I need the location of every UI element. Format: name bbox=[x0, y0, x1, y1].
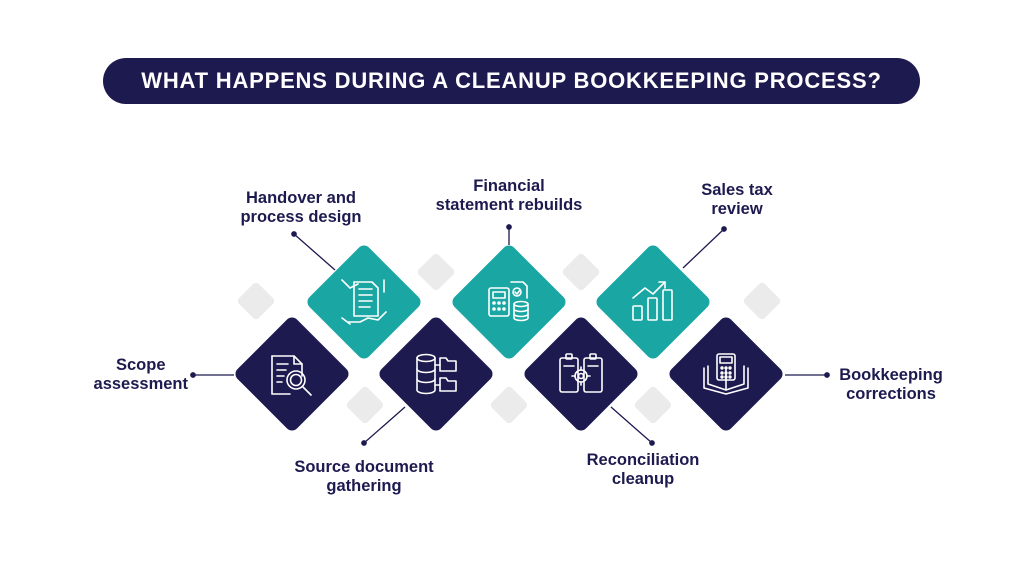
decorative-diamonds bbox=[237, 253, 781, 424]
label-handover-line2: process design bbox=[240, 208, 362, 226]
label-source: Source document gathering bbox=[279, 458, 449, 496]
label-reconciliation-line1: Reconciliation bbox=[586, 451, 700, 469]
calculator-coins-icon bbox=[488, 281, 529, 322]
label-scope-line2: assessment bbox=[93, 375, 188, 393]
step-diamond-handover bbox=[307, 245, 421, 359]
label-salestax: Sales tax review bbox=[677, 181, 797, 219]
title-banner: WHAT HAPPENS DURING A CLEANUP BOOKKEEPIN… bbox=[103, 58, 920, 104]
step-diamond-source bbox=[379, 317, 493, 431]
label-financial: Financial statement rebuilds bbox=[419, 177, 599, 215]
label-handover-line1: Handover and bbox=[245, 189, 357, 207]
step-diamond-scope bbox=[235, 317, 349, 431]
label-bookkeeping-line1: Bookkeeping bbox=[839, 366, 943, 384]
bar-chart-icon bbox=[632, 281, 673, 321]
label-financial-line2: statement rebuilds bbox=[435, 196, 583, 214]
label-bookkeeping: Bookkeeping corrections bbox=[829, 366, 953, 404]
label-reconciliation: Reconciliation cleanup bbox=[568, 451, 718, 489]
label-financial-line1: Financial bbox=[473, 177, 545, 195]
label-source-line2: gathering bbox=[326, 477, 402, 495]
label-scope: Scope assessment bbox=[94, 356, 188, 394]
label-handover: Handover and process design bbox=[216, 189, 386, 227]
document-magnifier-icon bbox=[271, 355, 312, 396]
label-salestax-line1: Sales tax bbox=[701, 181, 773, 199]
label-reconciliation-line2: cleanup bbox=[611, 470, 675, 488]
page-title: WHAT HAPPENS DURING A CLEANUP BOOKKEEPIN… bbox=[141, 68, 882, 93]
clipboards-gear-icon bbox=[559, 353, 603, 393]
database-folders-icon bbox=[416, 353, 457, 395]
connector-lines bbox=[190, 224, 830, 446]
label-scope-line1: Scope bbox=[115, 356, 166, 374]
ledger-calculator-icon bbox=[703, 353, 749, 395]
step-diamond-salestax bbox=[596, 245, 710, 359]
label-source-line1: Source document bbox=[294, 458, 434, 476]
hand-document-icon bbox=[341, 279, 387, 325]
label-bookkeeping-line2: corrections bbox=[846, 385, 936, 403]
label-salestax-line2: review bbox=[711, 200, 763, 218]
